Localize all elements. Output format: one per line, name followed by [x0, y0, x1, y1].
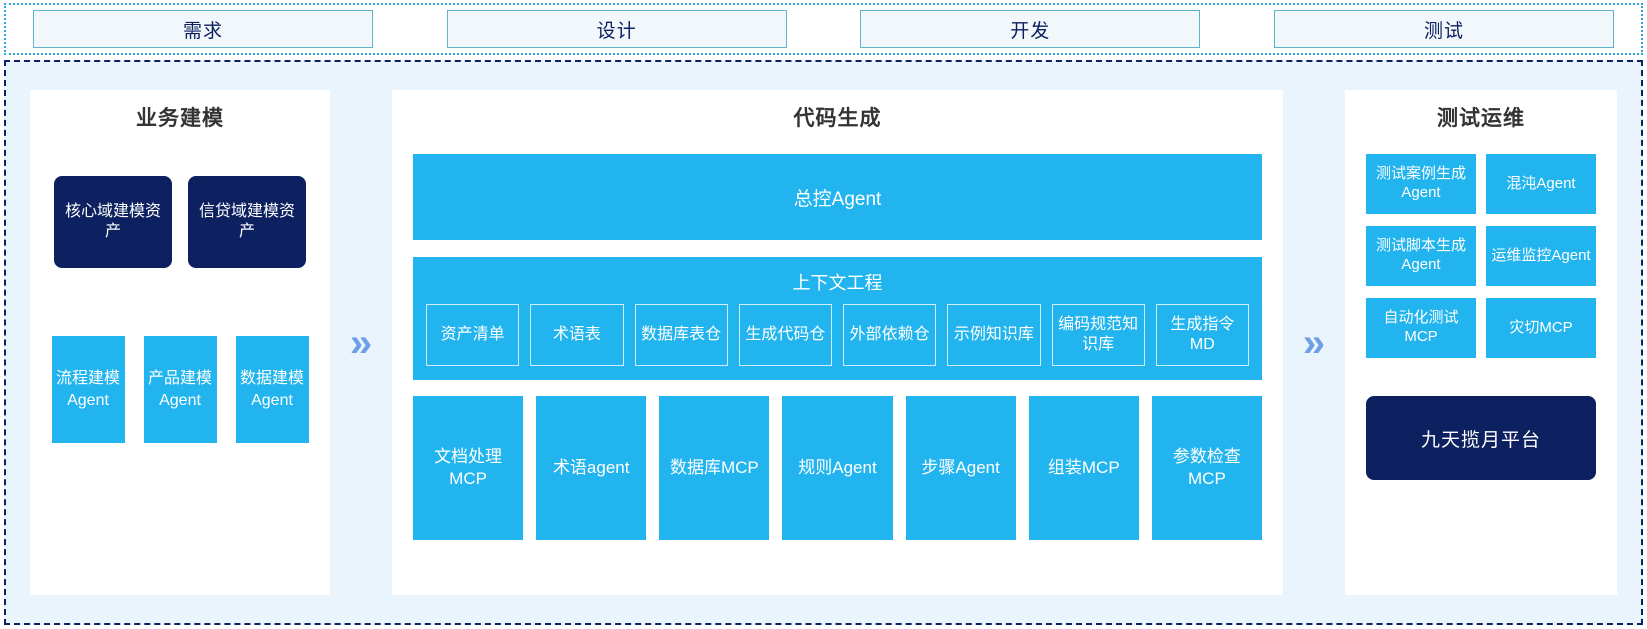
context-item-external-dependency-repo[interactable]: 外部依赖仓: [843, 304, 937, 366]
asset-card-label: 信贷域建模资产: [198, 202, 295, 240]
tool-card-glossary-agent[interactable]: 术语agent: [536, 396, 647, 540]
main-area: 业务建模 核心域建模资产 信贷域建模资产 流程建模Agent 产品建模Agent…: [4, 60, 1643, 625]
context-item-generation-instruction-md[interactable]: 生成指令MD: [1155, 304, 1249, 366]
agent-card-label: 数据建模Agent: [239, 370, 304, 409]
test-ops-card-label: 运维监控Agent: [1491, 246, 1591, 264]
phase-label: 开发: [1010, 20, 1051, 42]
tool-card-label: 文档处理MCP: [434, 446, 503, 488]
platform-card-label: 九天揽月平台: [1420, 429, 1541, 451]
panel-title-center: 代码生成: [793, 107, 882, 130]
agent-card-label: 产品建模Agent: [147, 370, 212, 409]
chevron-glyph: »: [349, 320, 373, 365]
test-ops-card-label: 测试脚本生成Agent: [1375, 237, 1466, 273]
tool-card-label: 步骤Agent: [921, 457, 1000, 477]
context-item-db-table-repo[interactable]: 数据库表仓: [634, 304, 728, 366]
context-item-example-knowledge-base[interactable]: 示例知识库: [947, 304, 1041, 366]
test-ops-card-automated-testing-mcp[interactable]: 自动化测试MCP: [1366, 298, 1476, 358]
tool-card-label: 组装MCP: [1047, 457, 1120, 477]
context-item-row: 资产清单 术语表 数据库表仓 生成代码仓 外部依赖仓: [426, 304, 1249, 366]
modeling-agent-row: 流程建模Agent 产品建模Agent 数据建模Agent: [30, 336, 330, 443]
context-item-label: 编码规范知识库: [1058, 316, 1139, 353]
platform-card-jiutian-lanyue[interactable]: 九天揽月平台: [1366, 396, 1596, 480]
agent-card-process-modeling[interactable]: 流程建模Agent: [51, 336, 125, 443]
tool-card-rule-agent[interactable]: 规则Agent: [782, 396, 893, 540]
chevron-right-icon-left: »: [330, 90, 392, 595]
test-ops-card-test-case-generation-agent[interactable]: 测试案例生成Agent: [1366, 154, 1476, 214]
context-item-coding-standard-knowledge-base[interactable]: 编码规范知识库: [1051, 304, 1145, 366]
tool-card-database-mcp[interactable]: 数据库MCP: [659, 396, 770, 540]
test-ops-card-label: 混沌Agent: [1506, 174, 1576, 192]
context-item-asset-inventory[interactable]: 资产清单: [426, 304, 520, 366]
phase-box-development[interactable]: 开发: [860, 10, 1201, 48]
context-item-label: 资产清单: [440, 326, 505, 344]
context-item-glossary[interactable]: 术语表: [530, 304, 624, 366]
test-ops-card-label: 自动化测试MCP: [1383, 309, 1459, 345]
tool-card-label: 术语agent: [552, 457, 630, 477]
phase-box-testing[interactable]: 测试: [1273, 10, 1614, 48]
tool-card-label: 数据库MCP: [669, 457, 759, 477]
center-content: 总控Agent 上下文工程 资产清单 术语表 数据库表仓: [392, 154, 1283, 554]
asset-card-core-domain[interactable]: 核心域建模资产: [54, 176, 172, 268]
tool-card-label: 规则Agent: [798, 457, 877, 477]
master-agent-label: 总控Agent: [793, 188, 882, 210]
phase-label: 需求: [182, 20, 223, 42]
phase-box-requirements[interactable]: 需求: [33, 10, 373, 48]
context-engineering-block: 上下文工程 资产清单 术语表 数据库表仓 生成代码仓: [413, 257, 1262, 380]
phase-box-design[interactable]: 设计: [446, 10, 787, 48]
tool-card-parameter-check-mcp[interactable]: 参数检查MCP: [1151, 396, 1262, 540]
context-item-label: 数据库表仓: [641, 326, 722, 344]
tool-card-row: 文档处理MCP 术语agent 数据库MCP 规则Agent 步骤Agent: [413, 396, 1262, 540]
test-ops-card-test-script-generation-agent[interactable]: 测试脚本生成Agent: [1366, 226, 1476, 286]
master-agent-bar[interactable]: 总控Agent: [413, 154, 1262, 240]
test-ops-card-grid: 测试案例生成Agent 混沌Agent 测试脚本生成Agent 运维监控Agen…: [1345, 154, 1617, 358]
tool-card-assembly-mcp[interactable]: 组装MCP: [1028, 396, 1139, 540]
panel-business-modeling: 业务建模 核心域建模资产 信贷域建模资产 流程建模Agent 产品建模Agent…: [30, 90, 330, 595]
agent-card-product-modeling[interactable]: 产品建模Agent: [143, 336, 217, 443]
test-ops-card-disaster-switch-mcp[interactable]: 灾切MCP: [1486, 298, 1596, 358]
test-ops-card-label: 灾切MCP: [1509, 318, 1573, 336]
asset-card-label: 核心域建模资产: [64, 202, 161, 240]
context-item-label: 生成代码仓: [745, 326, 826, 344]
asset-card-credit-domain[interactable]: 信贷域建模资产: [188, 176, 306, 268]
context-item-label: 生成指令MD: [1170, 316, 1235, 353]
panel-code-generation: 代码生成 总控Agent 上下文工程 资产清单 术语表: [392, 90, 1283, 595]
context-engineering-title: 上下文工程: [792, 273, 883, 293]
context-item-label: 术语表: [552, 326, 601, 344]
chevron-glyph: »: [1302, 320, 1326, 365]
test-ops-card-chaos-agent[interactable]: 混沌Agent: [1486, 154, 1596, 214]
agent-card-label: 流程建模Agent: [55, 370, 120, 409]
chevron-right-icon-right: »: [1283, 90, 1345, 595]
context-item-label: 外部依赖仓: [849, 326, 930, 344]
tool-card-label: 参数检查MCP: [1172, 446, 1241, 488]
tool-card-document-processing-mcp[interactable]: 文档处理MCP: [413, 396, 524, 540]
panel-test-operations: 测试运维 测试案例生成Agent 混沌Agent 测试脚本生成Agent 运维监…: [1345, 90, 1617, 595]
panel-title-left: 业务建模: [136, 107, 224, 130]
asset-card-row: 核心域建模资产 信贷域建模资产: [30, 176, 330, 268]
context-item-generated-code-repo[interactable]: 生成代码仓: [738, 304, 832, 366]
panel-title-right: 测试运维: [1437, 107, 1525, 130]
context-item-label: 示例知识库: [953, 326, 1034, 344]
agent-card-data-modeling[interactable]: 数据建模Agent: [235, 336, 309, 443]
phase-strip: 需求 设计 开发 测试: [4, 3, 1643, 55]
phase-label: 设计: [596, 20, 637, 42]
tool-card-step-agent[interactable]: 步骤Agent: [905, 396, 1016, 540]
test-ops-card-operations-monitoring-agent[interactable]: 运维监控Agent: [1486, 226, 1596, 286]
test-ops-card-label: 测试案例生成Agent: [1375, 165, 1466, 201]
phase-label: 测试: [1423, 20, 1464, 42]
